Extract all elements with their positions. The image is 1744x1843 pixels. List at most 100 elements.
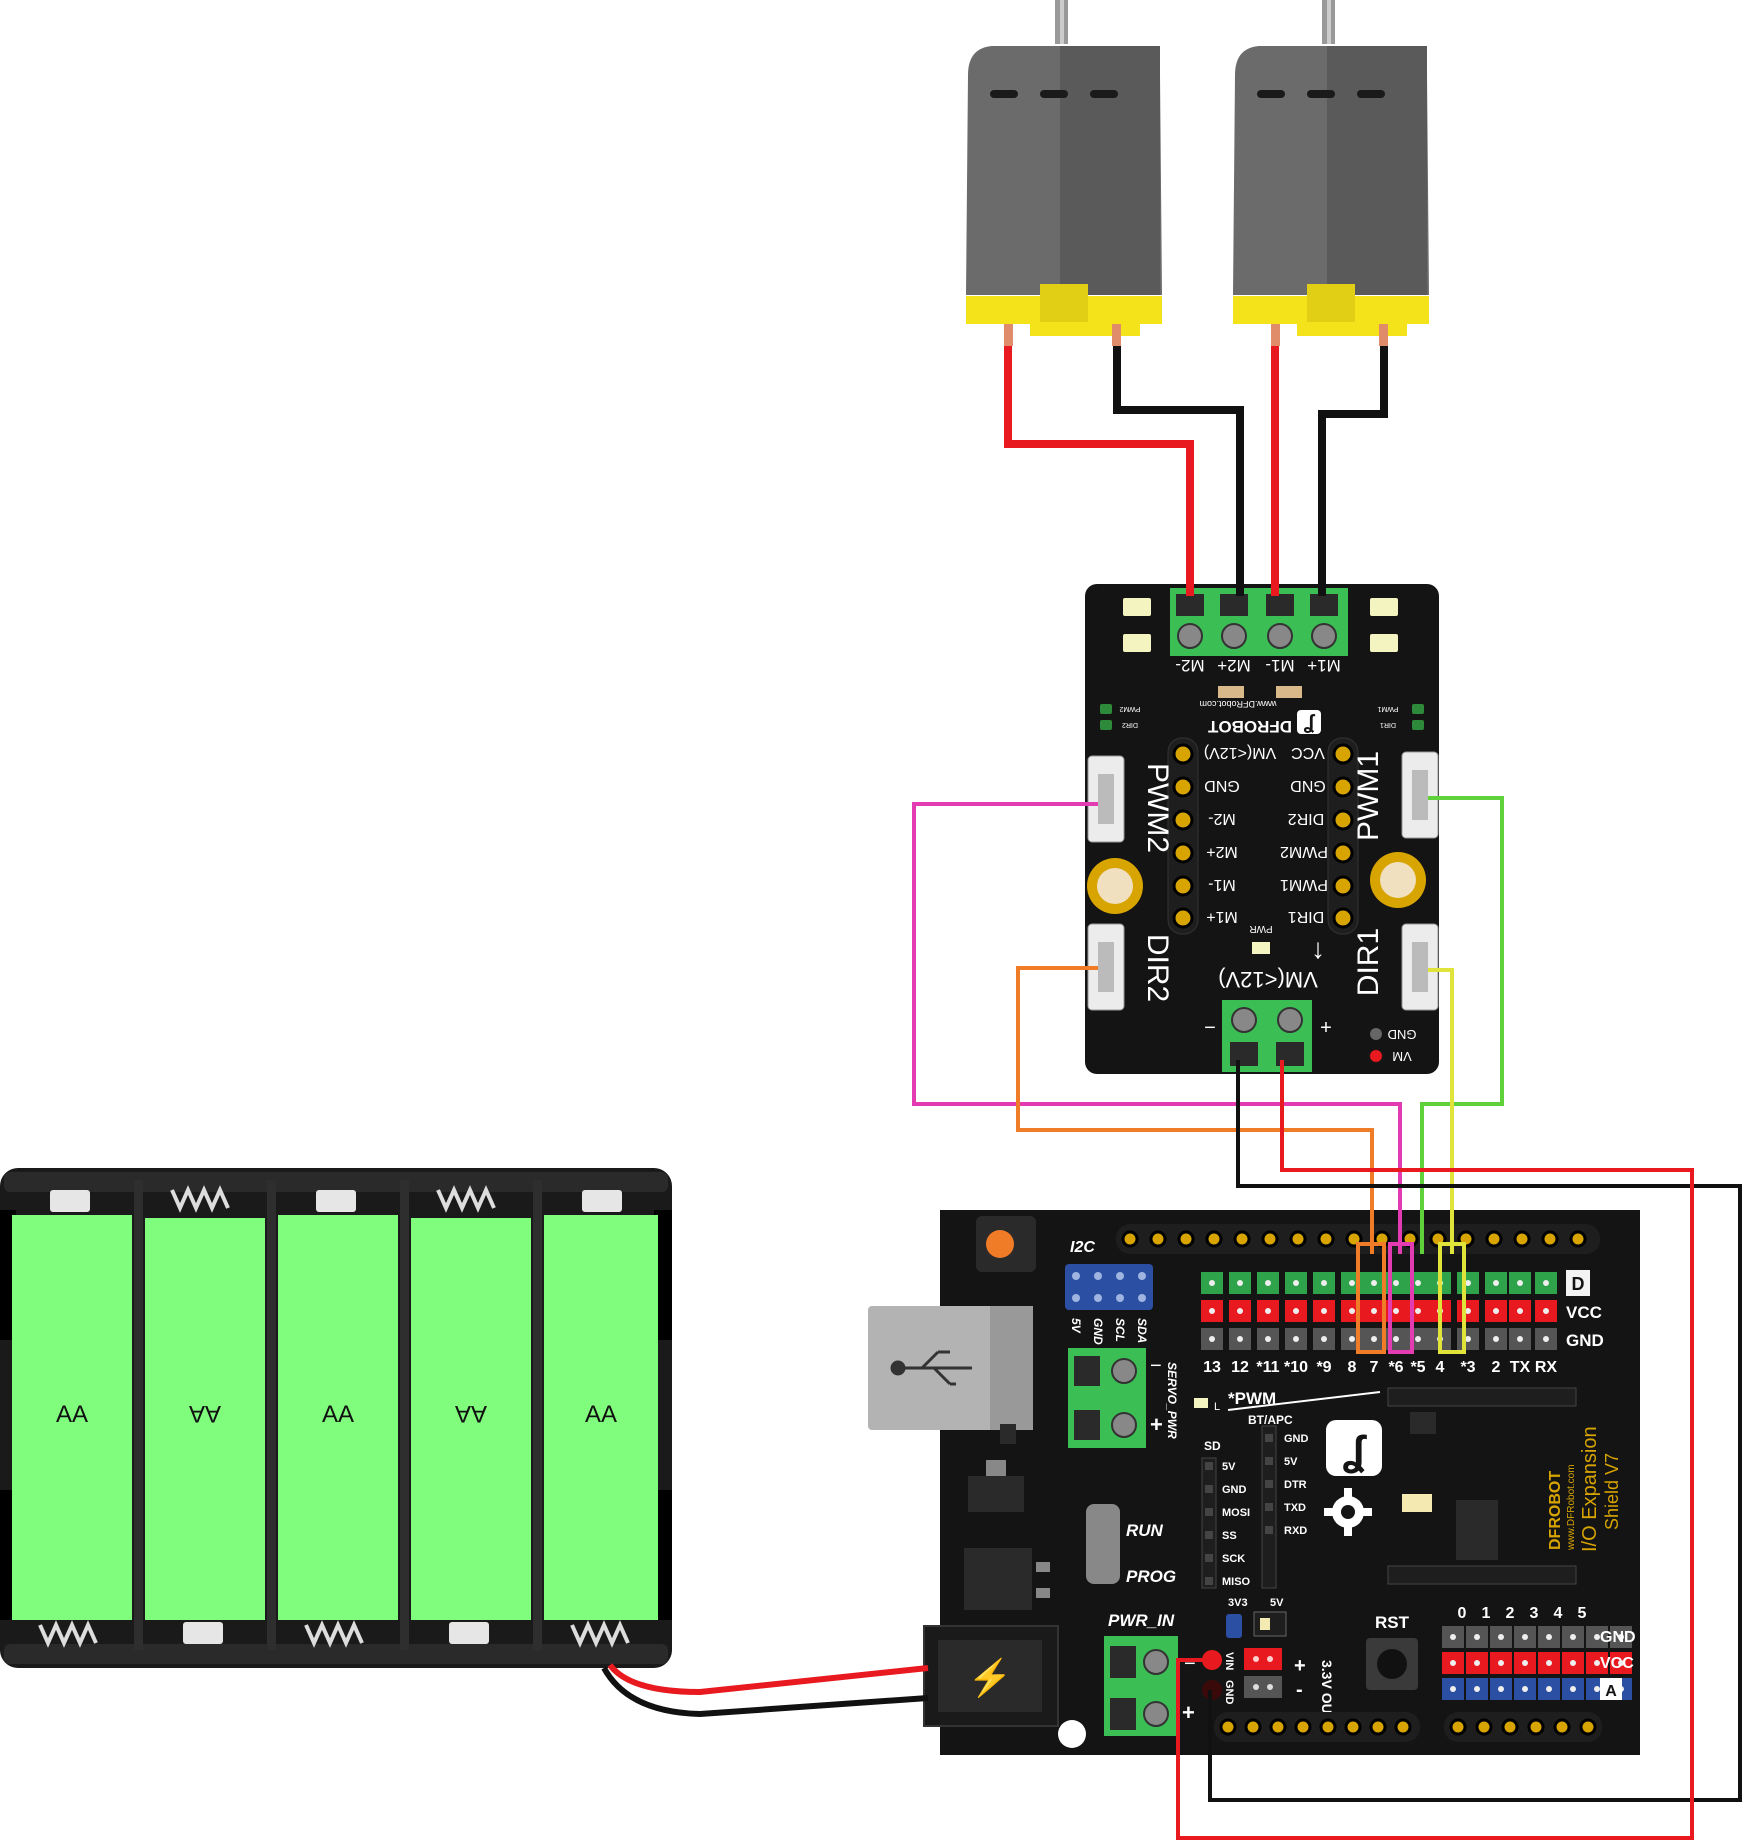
out33-label: 3.3V OUT	[1319, 1660, 1335, 1723]
analog-row-gnd: GND	[1600, 1629, 1636, 1646]
wire-red-m2	[1004, 346, 1194, 596]
pin-hole	[1237, 1308, 1243, 1314]
plus-label: +	[1294, 1655, 1306, 1677]
wire-black-battery	[601, 1666, 929, 1718]
battery-cell-label: AA	[455, 1400, 487, 1427]
sd-label: SD	[1204, 1439, 1221, 1453]
vin-label: VIN	[1223, 1652, 1235, 1670]
pwm-note: *PWM	[1228, 1389, 1276, 1408]
pin-label: DIR1	[1288, 908, 1325, 925]
led-l-label: L	[1214, 1401, 1220, 1413]
pin-hole	[1293, 1308, 1299, 1314]
pin-hole	[1393, 1308, 1399, 1314]
power-input-label: VM(<12V)	[1218, 967, 1318, 992]
pin-label: PWM2	[1280, 843, 1328, 860]
wire-black-m2	[1113, 346, 1244, 596]
gear-icon	[1324, 1488, 1372, 1536]
spi-pin	[1205, 1462, 1213, 1470]
terminal-label-m2-minus: M2-	[1175, 656, 1204, 675]
pin-hole	[1594, 1660, 1600, 1666]
header-pin	[1449, 1718, 1467, 1736]
digital-pin-label: 13	[1203, 1359, 1221, 1376]
bt-apc-label: BT/APC	[1248, 1413, 1293, 1427]
i2c-pin-label: GND	[1091, 1318, 1105, 1345]
pin-hole	[1517, 1280, 1523, 1286]
power-plus-label: +	[1320, 1017, 1332, 1039]
pin-hole	[1522, 1660, 1528, 1666]
spi-pin	[1205, 1577, 1213, 1585]
digital-pin-label: 4	[1436, 1359, 1445, 1376]
connector-label-pwm1: PWM1	[1352, 751, 1385, 841]
bt-pin	[1265, 1480, 1273, 1488]
pin-hole	[1349, 1280, 1355, 1286]
pin-hole	[1594, 1686, 1600, 1692]
pin-label: PWM1	[1280, 876, 1328, 893]
digital-pin-label: 2	[1492, 1359, 1501, 1376]
bt-pin-label: DTR	[1284, 1479, 1307, 1491]
header-pin	[1369, 1718, 1387, 1736]
pin-hole	[1321, 1336, 1327, 1342]
led-label-pwm1: PWM1	[1377, 705, 1398, 712]
pin-hole	[1570, 1686, 1576, 1692]
analog-pin-label: 0	[1458, 1605, 1467, 1622]
shield-side-brand: DFROBOT	[1547, 1471, 1564, 1550]
pin-hole	[1493, 1280, 1499, 1286]
pin-hole	[1209, 1308, 1215, 1314]
bt-pin	[1265, 1526, 1273, 1534]
header-pin	[1541, 1230, 1559, 1248]
spi-pin-label: MOSI	[1222, 1507, 1250, 1519]
pin-hole	[1618, 1660, 1624, 1666]
pin-hole	[1618, 1634, 1624, 1640]
analog-pin-label: 4	[1554, 1605, 1563, 1622]
spi-pin-label: SS	[1222, 1530, 1237, 1542]
spi-pin-label: GND	[1222, 1484, 1247, 1496]
digital-pin-label: *6	[1388, 1359, 1403, 1376]
power-bolt-icon: ⚡	[968, 1657, 1013, 1699]
prog-label: PROG	[1126, 1567, 1176, 1586]
bt-pin-label: RXD	[1284, 1525, 1307, 1537]
connector-label-dir1: DIR1	[1352, 928, 1385, 996]
digital-pin-label: *9	[1316, 1359, 1331, 1376]
connector-label-pwm2: PWM2	[1141, 763, 1174, 853]
pin-hole	[1415, 1308, 1421, 1314]
wire-pink-pwm2	[912, 802, 1402, 1254]
motor-left	[966, 0, 1162, 346]
pin-hole	[1371, 1308, 1377, 1314]
row-label-d: D	[1572, 1274, 1585, 1294]
pin-hole	[1474, 1686, 1480, 1692]
pin-hole	[1546, 1686, 1552, 1692]
motor-driver-board: M2- M2+ M1- M1+ DFROBOT www.DFRobot.com …	[1085, 584, 1439, 1074]
highlight-pin7	[1356, 1242, 1386, 1354]
pin-label: M2+	[1206, 843, 1238, 860]
wire-yellow-dir1	[1428, 968, 1454, 1254]
pin-hole	[1498, 1634, 1504, 1640]
wire-red-vm	[1176, 1060, 1694, 1840]
header-pin	[1527, 1718, 1545, 1736]
header-pin	[1319, 1718, 1337, 1736]
terminal-label-m1-plus: M1+	[1307, 656, 1341, 675]
digital-pin-label: TX	[1510, 1359, 1531, 1376]
header-pin	[1294, 1718, 1312, 1736]
header-pin	[1579, 1718, 1597, 1736]
pin-hole	[1293, 1336, 1299, 1342]
shield-side-url: www.DFRobot.com	[1566, 1464, 1577, 1551]
wire-red-battery	[607, 1663, 929, 1696]
pin-hole	[1594, 1634, 1600, 1640]
pin-hole	[1415, 1336, 1421, 1342]
bt-pin-label: 5V	[1284, 1456, 1298, 1468]
header-pin	[1149, 1230, 1167, 1248]
pin-label: DIR2	[1288, 810, 1325, 827]
pin-hole	[1517, 1336, 1523, 1342]
run-label: RUN	[1126, 1521, 1164, 1540]
gnd-label-power: GND	[1223, 1680, 1235, 1705]
pin-hole	[1293, 1280, 1299, 1286]
header-pin	[1205, 1230, 1223, 1248]
pin-label: GND	[1290, 777, 1326, 794]
pin-hole	[1237, 1280, 1243, 1286]
pin-hole	[1522, 1686, 1528, 1692]
header-pin	[1344, 1718, 1362, 1736]
pin-hole	[1265, 1336, 1271, 1342]
i2c-pin-label: SCL	[1113, 1318, 1127, 1342]
pin-hole	[1546, 1660, 1552, 1666]
